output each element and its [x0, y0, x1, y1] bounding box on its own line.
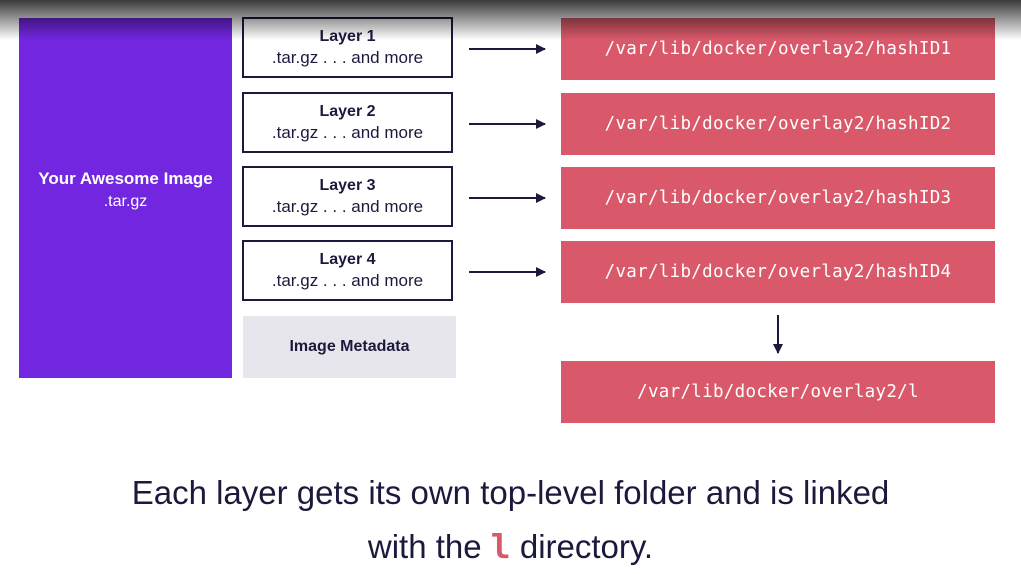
path-box-2: /var/lib/docker/overlay2/hashID2 [561, 93, 995, 155]
link-path-box: /var/lib/docker/overlay2/l [561, 361, 995, 423]
layer-desc: .tar.gz . . . and more [271, 197, 424, 216]
layer-box-3: Layer 3 .tar.gz . . . and more [242, 166, 453, 227]
caption-text-before: with the [367, 528, 491, 565]
image-subtitle: .tar.gz [103, 193, 148, 210]
top-shadow-overlay [0, 0, 1021, 40]
image-metadata-box: Image Metadata [243, 316, 456, 378]
path-box-4: /var/lib/docker/overlay2/hashID4 [561, 241, 995, 303]
layer-desc: .tar.gz . . . and more [271, 48, 424, 67]
layer-name: Layer 3 [319, 177, 376, 194]
caption-line-1: Each layer gets its own top-level folder… [131, 474, 890, 511]
caption-line-2: with the l directory. [0, 520, 1021, 574]
layer-name: Layer 4 [319, 251, 376, 268]
image-title: Your Awesome Image [38, 169, 213, 188]
layer-box-4: Layer 4 .tar.gz . . . and more [242, 240, 453, 301]
layer-name: Layer 2 [319, 103, 376, 120]
caption-code-l: l [490, 527, 511, 566]
caption-text-after: directory. [510, 528, 654, 565]
layer-box-2: Layer 2 .tar.gz . . . and more [242, 92, 453, 153]
layer-desc: .tar.gz . . . and more [271, 271, 424, 290]
layer-desc: .tar.gz . . . and more [271, 123, 424, 142]
image-box: Your Awesome Image .tar.gz [19, 18, 232, 378]
path-box-3: /var/lib/docker/overlay2/hashID3 [561, 167, 995, 229]
